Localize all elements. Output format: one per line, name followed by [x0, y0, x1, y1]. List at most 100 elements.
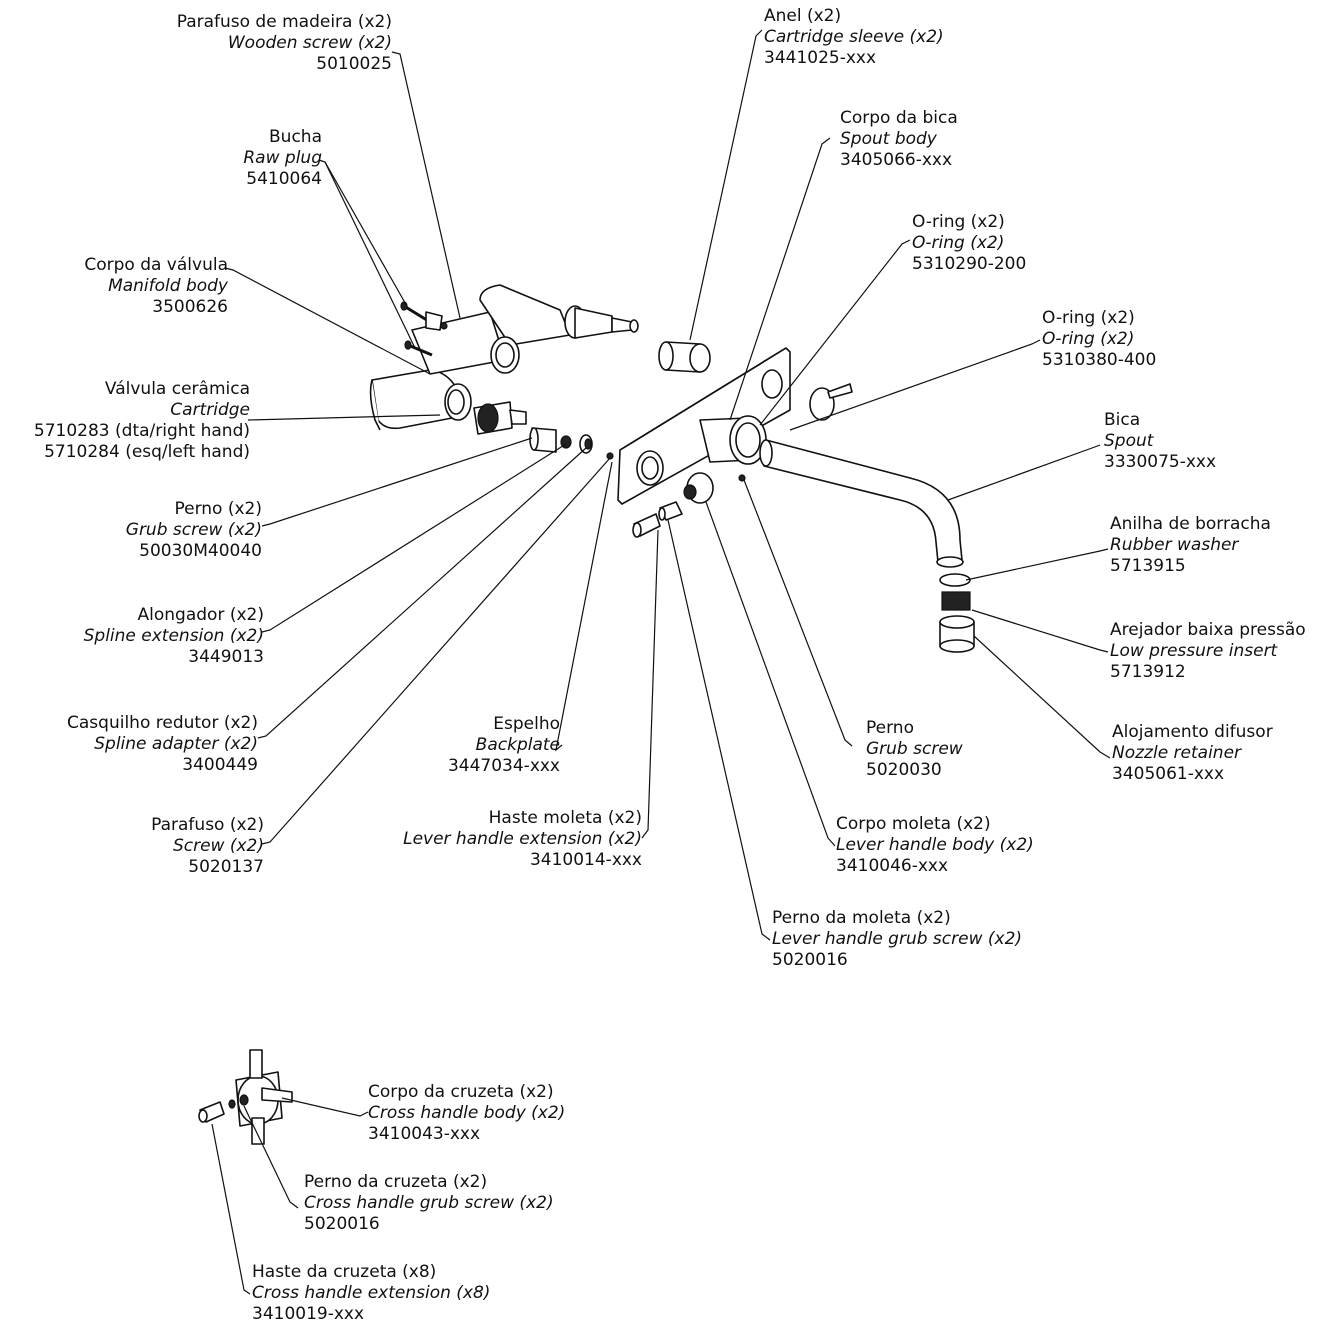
label-nozzle-retainer: Alojamento difusor Nozzle retainer 34050… — [1112, 722, 1273, 785]
label-en: O-ring (x2) — [1042, 329, 1135, 349]
spout-body-part — [699, 415, 767, 465]
label-pt: O-ring (x2) — [1042, 308, 1135, 328]
label-spout: Bica Spout 3330075-xxx — [1104, 410, 1216, 473]
part-code: 3447034-xxx — [447, 756, 560, 776]
part-code: 5410064 — [246, 169, 322, 189]
label-pt: Corpo da válvula — [84, 255, 228, 275]
label-pt: Alojamento difusor — [1112, 722, 1273, 742]
label-cross-body: Corpo da cruzeta (x2) Cross handle body … — [368, 1082, 565, 1145]
label-en: Grub screw (x2) — [125, 520, 262, 540]
label-spline-extension: Alongador (x2) Spline extension (x2) 344… — [20, 605, 264, 668]
label-pt: Corpo moleta (x2) — [836, 814, 991, 834]
label-cartridge: Válvula cerâmica Cartridge 5710283 (dta/… — [0, 379, 250, 463]
label-spline-adapter: Casquilho redutor (x2) Spline adapter (x… — [20, 713, 258, 776]
part-code-alt: 5710284 (esq/left hand) — [44, 442, 250, 462]
label-pt: Bica — [1104, 410, 1141, 430]
label-pt: Corpo da bica — [840, 108, 958, 128]
label-wooden-screw: Parafuso de madeira (x2) Wooden screw (x… — [120, 12, 392, 75]
label-cross-grub-screw: Perno da cruzeta (x2) Cross handle grub … — [304, 1172, 554, 1235]
label-en: Rubber washer — [1110, 535, 1239, 555]
label-low-pressure-insert: Arejador baixa pressão Low pressure inse… — [1110, 620, 1306, 683]
spout-part — [759, 439, 964, 568]
label-pt: Perno da cruzeta (x2) — [304, 1172, 488, 1192]
part-code: 5310380-400 — [1042, 350, 1157, 370]
label-pt: Bucha — [269, 127, 322, 147]
part-code: 3410019-xxx — [252, 1304, 365, 1324]
label-en: Low pressure insert — [1110, 641, 1278, 661]
label-pt: Válvula cerâmica — [104, 379, 250, 399]
label-backplate: Espelho Backplate 3447034-xxx — [420, 714, 560, 777]
label-cross-extension: Haste da cruzeta (x8) Cross handle exten… — [252, 1262, 490, 1325]
label-en: Raw plug — [243, 148, 322, 168]
part-code: 5020016 — [304, 1214, 380, 1234]
label-oring-400: O-ring (x2) O-ring (x2) 5310380-400 — [1042, 308, 1156, 371]
label-grub-screw-x2: Perno (x2) Grub screw (x2) 50030M40040 — [60, 499, 262, 562]
label-pt: Corpo da cruzeta (x2) — [368, 1082, 554, 1102]
label-pt: Anel (x2) — [764, 6, 842, 26]
label-screw: Parafuso (x2) Screw (x2) 5020137 — [100, 815, 264, 878]
label-en: Cross handle body (x2) — [368, 1103, 566, 1123]
label-en: Lever handle extension (x2) — [403, 829, 642, 849]
part-code: 5020137 — [188, 857, 264, 877]
label-manifold-body: Corpo da válvula Manifold body 3500626 — [40, 255, 228, 318]
label-lever-body: Corpo moleta (x2) Lever handle body (x2)… — [836, 814, 1034, 877]
label-en: Grub screw — [866, 739, 963, 759]
label-grub-screw: Perno Grub screw 5020030 — [866, 718, 963, 781]
cartridge-part — [473, 401, 527, 435]
label-pt: Perno da moleta (x2) — [772, 908, 951, 928]
aerator-parts — [939, 573, 975, 653]
label-pt: Perno — [866, 718, 914, 738]
label-en: Spline extension (x2) — [83, 626, 264, 646]
lever-handle-part — [809, 383, 853, 421]
part-code: 3410046-xxx — [836, 856, 949, 876]
label-pt: Haste moleta (x2) — [488, 808, 642, 828]
part-code: 3400449 — [182, 755, 258, 775]
leader-lines — [211, 29, 1111, 1295]
part-code: 3410043-xxx — [368, 1124, 481, 1144]
label-pt: Perno (x2) — [174, 499, 262, 519]
part-code: 3405061-xxx — [1112, 764, 1225, 784]
label-en: Wooden screw (x2) — [227, 33, 392, 53]
part-code: 3441025-xxx — [764, 48, 877, 68]
label-pt: Alongador (x2) — [137, 605, 264, 625]
label-en: Cross handle grub screw (x2) — [304, 1193, 554, 1213]
part-code: 3449013 — [188, 647, 264, 667]
label-raw-plug: Bucha Raw plug 5410064 — [200, 127, 322, 190]
part-code: 5020030 — [866, 760, 942, 780]
part-code: 5020016 — [772, 950, 848, 970]
label-en: Backplate — [475, 735, 560, 755]
label-pt: Parafuso de madeira (x2) — [176, 12, 392, 32]
label-en: Cartridge — [170, 400, 250, 420]
label-en: Lever handle grub screw (x2) — [772, 929, 1023, 949]
label-lever-grub-screw: Perno da moleta (x2) Lever handle grub s… — [772, 908, 1022, 971]
label-en: Nozzle retainer — [1112, 743, 1242, 763]
label-en: Spout — [1104, 431, 1154, 451]
part-code: 5310290-200 — [912, 254, 1027, 274]
part-code: 5010025 — [316, 54, 392, 74]
lever-handle-body-part — [632, 472, 746, 538]
label-pt: Haste da cruzeta (x8) — [252, 1262, 437, 1282]
label-lever-extension: Haste moleta (x2) Lever handle extension… — [380, 808, 642, 871]
label-en: Screw (x2) — [172, 836, 264, 856]
label-pt: Casquilho redutor (x2) — [67, 713, 258, 733]
cartridge-sleeve-part — [658, 341, 711, 373]
label-pt: Espelho — [493, 714, 560, 734]
label-en: Spline adapter (x2) — [94, 734, 258, 754]
wooden-screws-part — [400, 301, 448, 357]
label-en: Cross handle extension (x8) — [252, 1283, 491, 1303]
part-code: 5713915 — [1110, 556, 1186, 576]
label-pt: Parafuso (x2) — [151, 815, 264, 835]
label-cartridge-sleeve: Anel (x2) Cartridge sleeve (x2) 3441025-… — [764, 6, 944, 69]
part-code: 3500626 — [152, 297, 228, 317]
part-code: 3330075-xxx — [1104, 452, 1217, 472]
label-pt: Arejador baixa pressão — [1110, 620, 1306, 640]
part-code: 50030M40040 — [139, 541, 262, 561]
label-rubber-washer: Anilha de borracha Rubber washer 5713915 — [1110, 514, 1271, 577]
label-pt: Anilha de borracha — [1110, 514, 1271, 534]
label-oring-200: O-ring (x2) O-ring (x2) 5310290-200 — [912, 212, 1026, 275]
part-code: 5713912 — [1110, 662, 1186, 682]
label-en: Manifold body — [108, 276, 228, 296]
part-code: 3405066-xxx — [840, 150, 953, 170]
label-en: Lever handle body (x2) — [836, 835, 1034, 855]
